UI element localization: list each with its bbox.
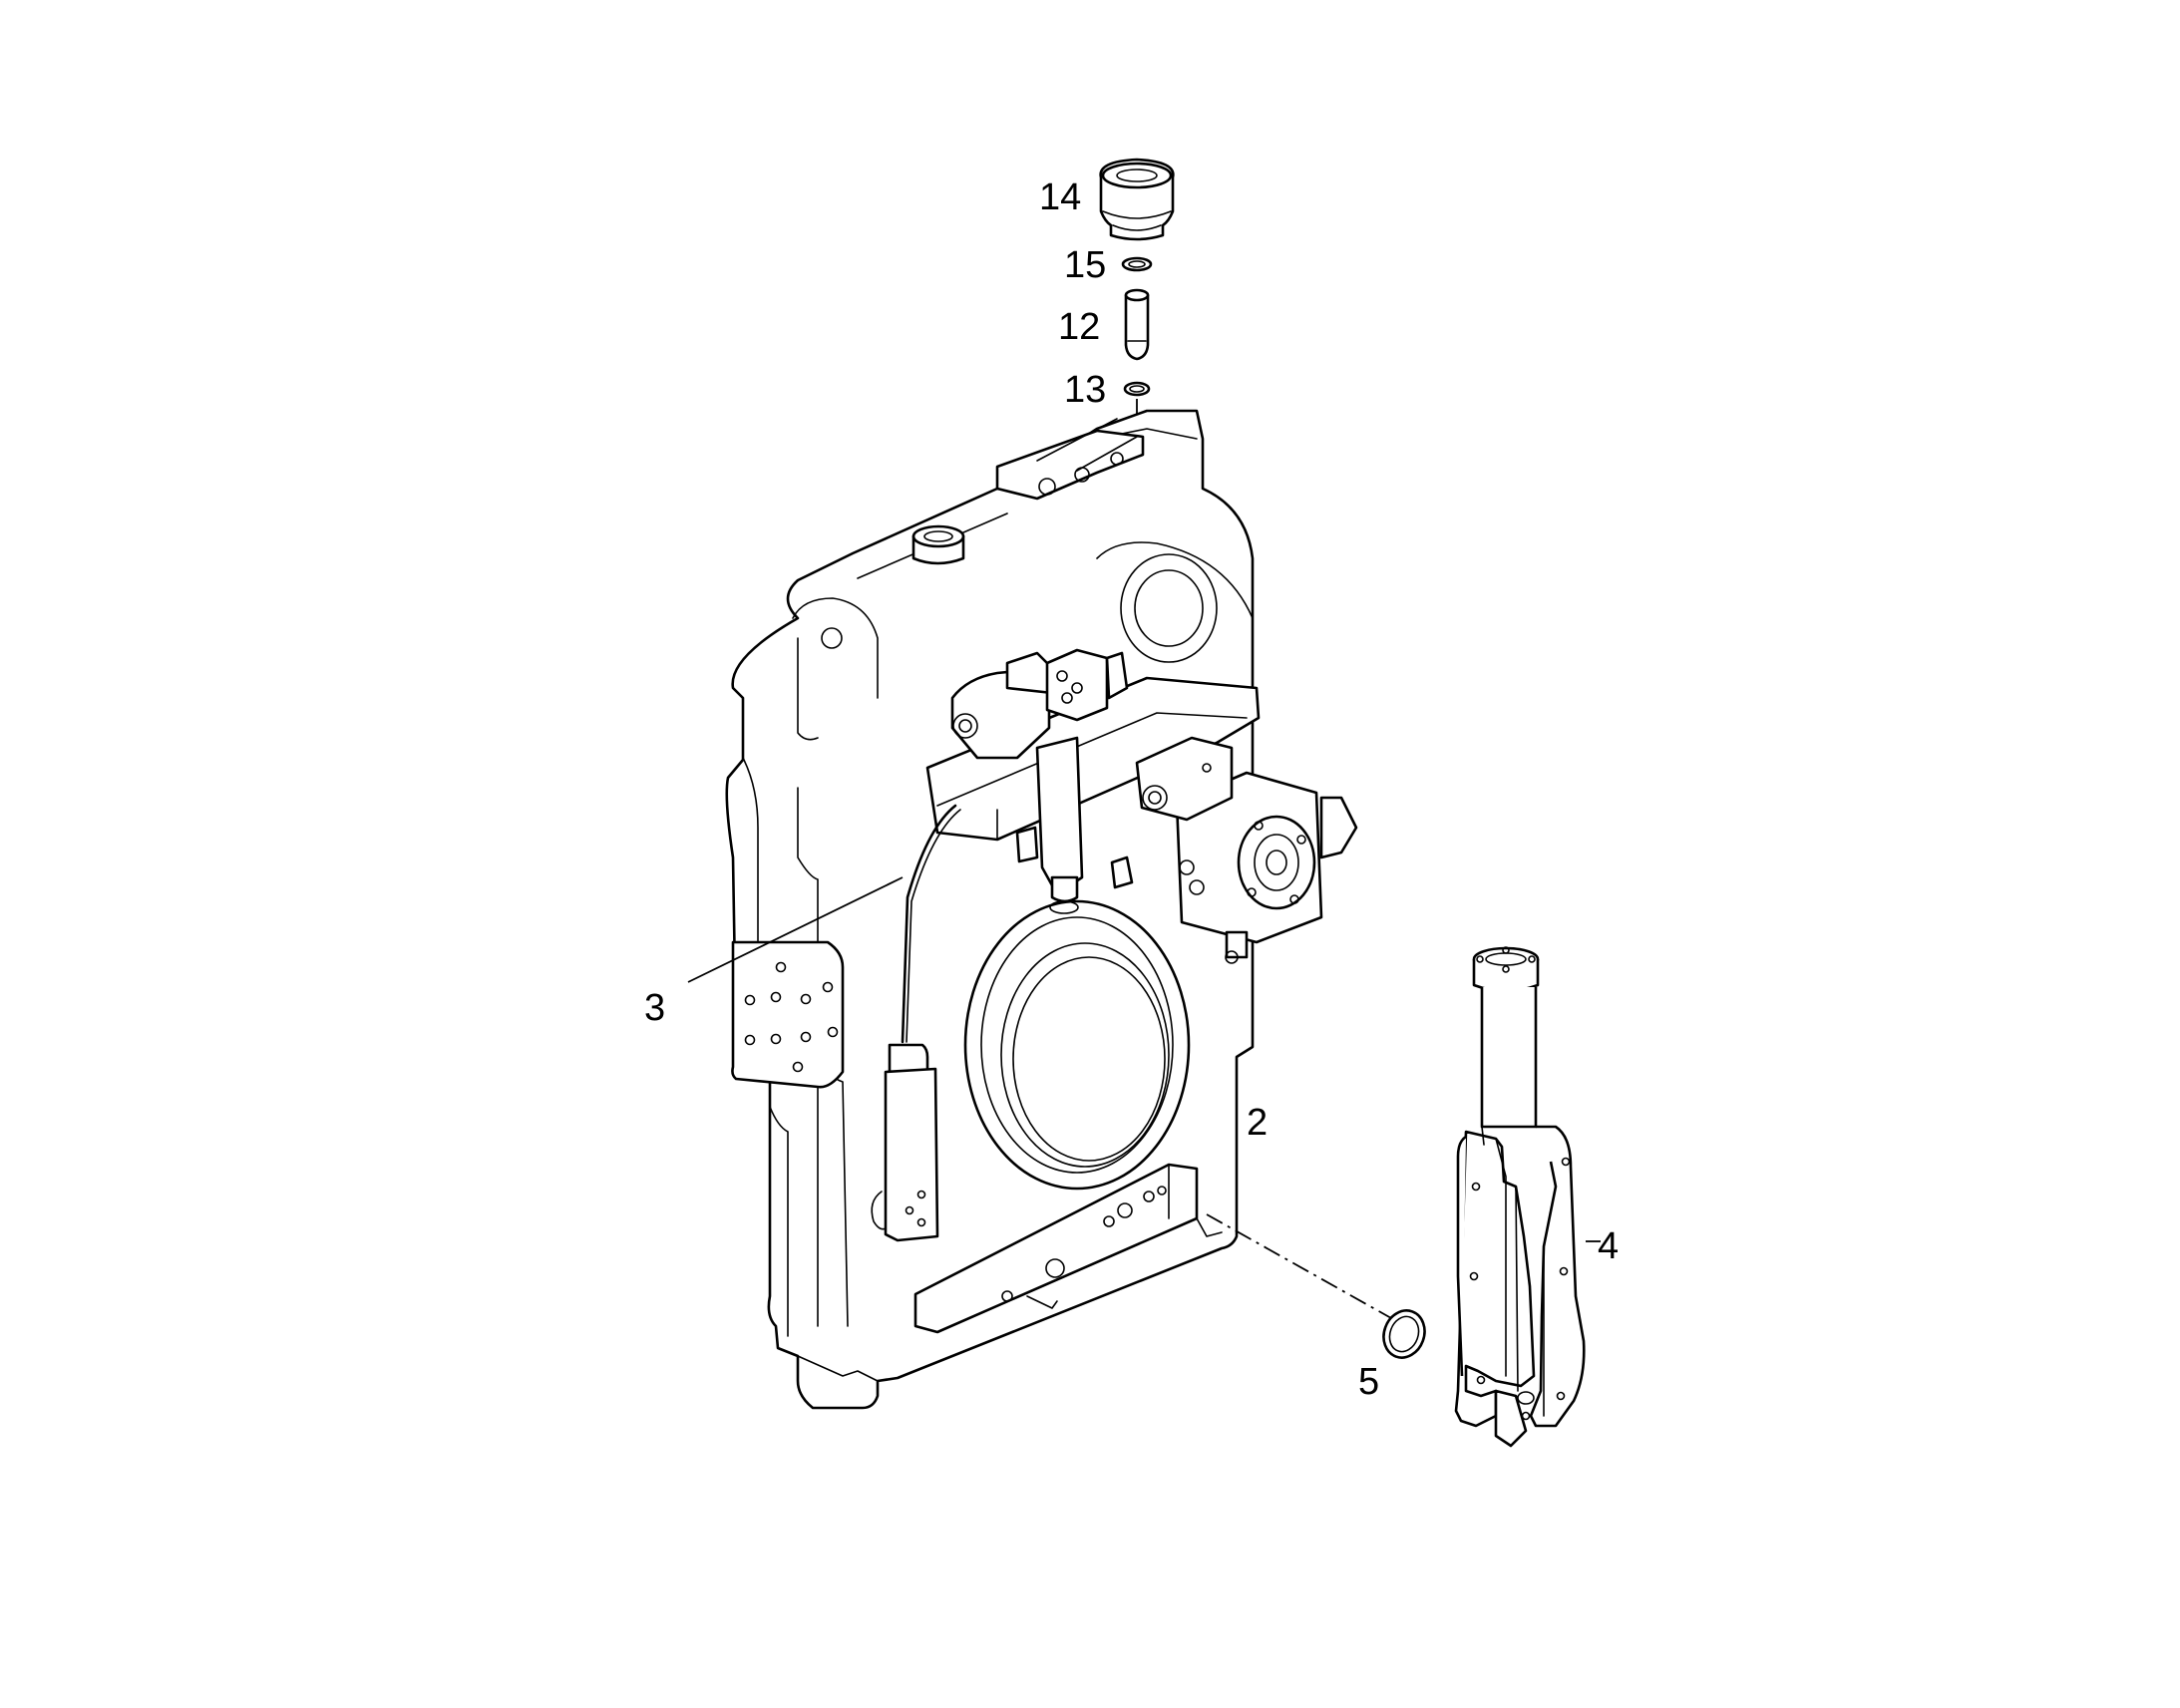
callout-4: 4 <box>1598 1225 1619 1267</box>
callout-2: 2 <box>1247 1102 1268 1144</box>
part-12-pin[interactable] <box>1124 288 1150 361</box>
leader-3 <box>687 876 904 983</box>
part-2-gearbox-housing[interactable] <box>725 409 1255 1410</box>
callout-3: 3 <box>644 987 665 1029</box>
part-13-oring[interactable] <box>1123 381 1151 397</box>
part-4-support-column[interactable] <box>1454 946 1586 1448</box>
callout-15: 15 <box>1064 244 1106 286</box>
part-14-cap[interactable] <box>1099 158 1175 241</box>
callout-13: 13 <box>1064 369 1106 411</box>
callout-14: 14 <box>1039 176 1081 218</box>
part-5-seal-ring[interactable] <box>1377 1305 1431 1364</box>
callout-5: 5 <box>1358 1361 1379 1403</box>
part-3-hydraulic-block[interactable] <box>871 648 1358 1242</box>
part-15-oring[interactable] <box>1121 256 1153 272</box>
callout-12: 12 <box>1058 306 1100 348</box>
assembly-axis-seal <box>1206 1213 1392 1319</box>
